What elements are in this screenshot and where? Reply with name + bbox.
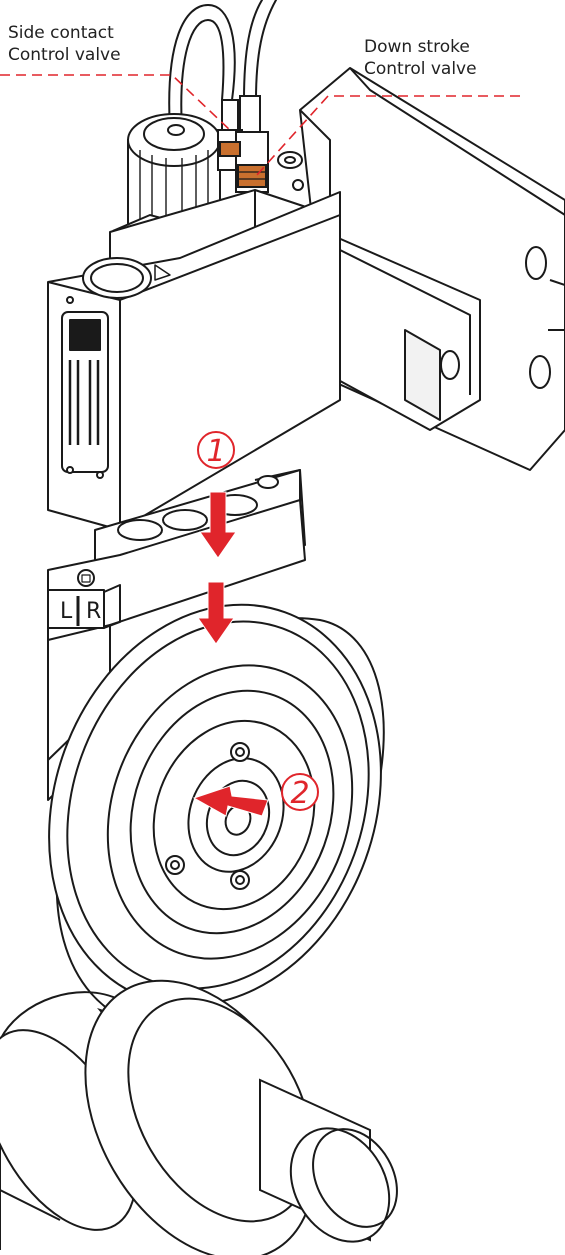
down-stroke-label-line2: Control valve [364, 59, 477, 79]
side-contact-label: Side contact Control valve [8, 22, 121, 66]
step-marker-2: 2 [281, 773, 319, 811]
badge-left-letter: L [60, 599, 73, 624]
side-contact-label-line2: Control valve [8, 45, 121, 65]
cables [168, 0, 277, 131]
down-stroke-label: Down stroke Control valve [364, 36, 477, 80]
badge-right-letter: R [86, 599, 101, 624]
control-box [47, 191, 341, 531]
step-marker-1-text: 1 [206, 434, 225, 469]
arrow-left-icon [192, 785, 269, 817]
down-stroke-label-line1: Down stroke [364, 37, 470, 57]
step-marker-1: 1 [197, 431, 235, 469]
workpiece-roller [0, 979, 398, 1255]
side-contact-leader [0, 74, 233, 133]
down-stroke-leader [255, 95, 520, 177]
wheel-housing [47, 499, 306, 801]
step-marker-2-text: 2 [290, 776, 309, 811]
lr-badge: L R [60, 596, 101, 626]
arrow-down-icon [199, 491, 237, 559]
side-contact-label-line1: Side contact [8, 23, 114, 43]
arrow-down-icon [197, 581, 235, 645]
mounting-block [299, 67, 565, 471]
down-stroke-valve [217, 95, 304, 193]
